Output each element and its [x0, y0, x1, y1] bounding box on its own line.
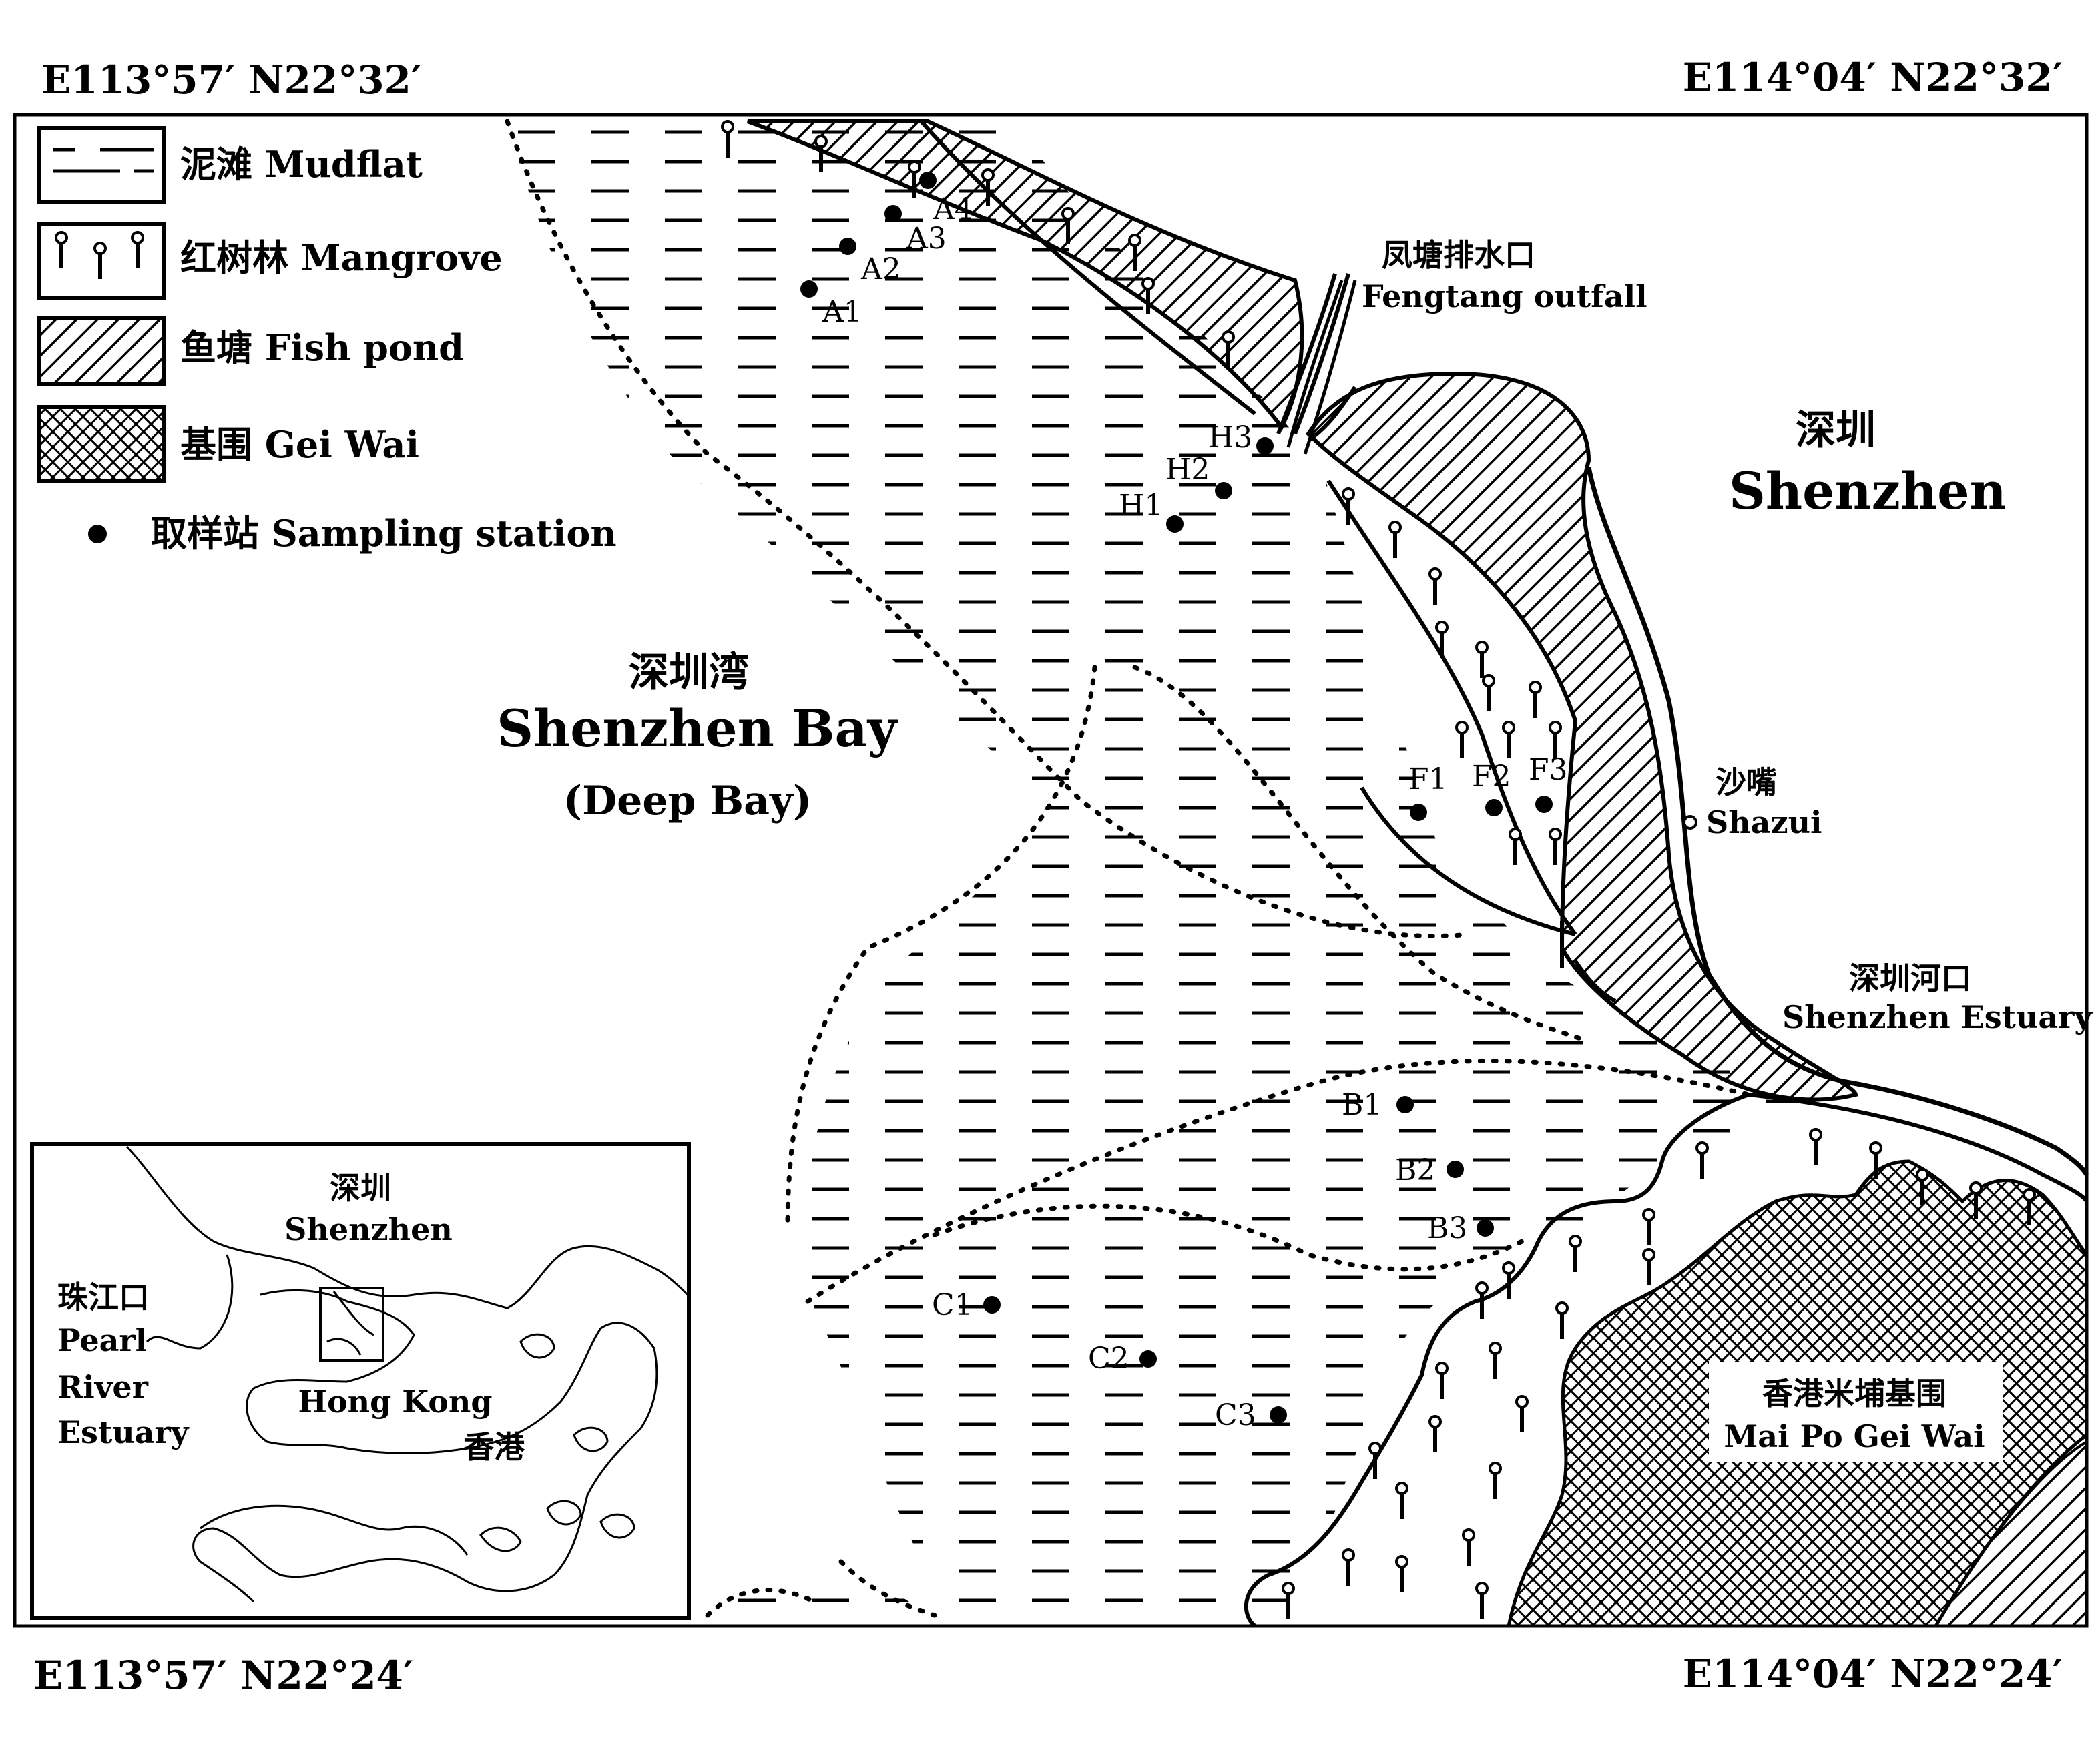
station-H2: H2 [1165, 453, 1232, 499]
maipo-label-bg [1709, 1362, 2003, 1462]
station-B3: B3 [1427, 1211, 1494, 1245]
label-shenzhen-cn: 深圳 [1796, 407, 1876, 454]
svg-text:F2: F2 [1472, 760, 1511, 794]
label-maipo-en: Mai Po Gei Wai [1724, 1418, 1985, 1454]
mangrove-outlines [919, 120, 1617, 1003]
estuary-channel [1748, 1093, 2089, 1203]
svg-text:C1: C1 [932, 1288, 973, 1322]
corner-bottom-left: E113°57′ N22°24′ [33, 1653, 413, 1698]
label-bay-cn: 深圳湾 [629, 649, 749, 696]
svg-text:C3: C3 [1215, 1398, 1256, 1432]
inset-lantau [200, 1504, 469, 1556]
coastline-east [1586, 467, 2089, 1176]
inset-study-area-detail [326, 1291, 374, 1356]
legend-fish-pond-swatch [37, 316, 166, 386]
inset-shenzhen-coast [125, 1145, 689, 1309]
label-fengtang-cn: 凤塘排水口 [1382, 237, 1535, 273]
station-C2: C2 [1088, 1342, 1157, 1376]
legend-station-label: 取样站 Sampling station [151, 512, 617, 555]
station-A1: A1 [800, 280, 862, 329]
svg-text:A1: A1 [822, 295, 862, 329]
station-H1: H1 [1119, 489, 1184, 533]
inset-coast-west [146, 1254, 234, 1350]
inset-map: 深圳 Shenzhen 珠江口 Pearl River Estuary Hong… [30, 1142, 691, 1620]
sampling-stations: A1 A2 A3 A4 H1 H2 H3 F1 F2 F3 B1 B2 B3 C… [800, 172, 1568, 1432]
corner-top-left: E113°57′ N22°32′ [41, 57, 421, 103]
station-F3: F3 [1529, 753, 1568, 813]
dotted-boundaries [505, 119, 1752, 1618]
legend: 泥滩 Mudflat 红树林 Mangrove 鱼塘 Fish pond 基围 … [37, 126, 617, 555]
station-A2: A2 [839, 238, 901, 286]
svg-text:F3: F3 [1529, 753, 1568, 787]
station-C3: C3 [1215, 1398, 1287, 1432]
svg-text:A3: A3 [906, 222, 947, 256]
legend-mangrove-label: 红树林 Mangrove [180, 236, 503, 279]
station-B1: B1 [1342, 1088, 1414, 1122]
station-H3: H3 [1208, 420, 1274, 455]
label-estuary-cn: 深圳河口 [1849, 960, 1972, 996]
inset-hk-cn: 香港 [463, 1429, 525, 1465]
shazui-marker [1683, 815, 1697, 830]
label-bay-en: Shenzhen Bay [497, 699, 898, 758]
label-fengtang-en: Fengtang outfall [1362, 278, 1647, 314]
inset-pearl-cn: 珠江口 [57, 1279, 150, 1316]
inset-frame [30, 1142, 691, 1620]
label-shenzhen-en: Shenzhen [1729, 461, 2007, 521]
svg-text:B2: B2 [1395, 1153, 1435, 1187]
mudflat-lower [701, 1574, 948, 1626]
station-C1: C1 [932, 1288, 1001, 1322]
label-shazui-en: Shazui [1706, 804, 1822, 840]
inset-islands [479, 1333, 635, 1552]
corner-top-right: E114°04′ N22°32′ [1683, 55, 2063, 100]
svg-text:A4: A4 [933, 192, 973, 226]
legend-gei-wai-label: 基围 Gei Wai [180, 423, 419, 466]
mangrove-south-outline [1244, 1093, 1750, 1628]
legend-mudflat-swatch [37, 126, 166, 204]
svg-text:C2: C2 [1088, 1342, 1129, 1376]
legend-fish-pond-label: 鱼塘 Fish pond [180, 326, 464, 369]
svg-text:A2: A2 [860, 252, 901, 286]
inset-hk-en: Hong Kong [298, 1384, 492, 1420]
legend-station-dot [88, 525, 107, 543]
corner-bottom-right: E114°04′ N22°24′ [1683, 1651, 2063, 1697]
station-F2: F2 [1472, 760, 1511, 816]
inset-hk-land [192, 1289, 658, 1603]
inset-shenzhen-cn: 深圳 [330, 1170, 391, 1206]
label-bay-alt: (Deep Bay) [563, 778, 812, 824]
svg-text:H3: H3 [1208, 420, 1252, 455]
label-maipo-cn: 香港米埔基围 [1762, 1376, 1946, 1412]
inset-pearl-1: Pearl [57, 1322, 147, 1358]
svg-text:H2: H2 [1165, 453, 1210, 487]
inset-pearl-3: Estuary [57, 1414, 190, 1450]
svg-text:B1: B1 [1342, 1088, 1382, 1122]
station-F1: F1 [1408, 762, 1448, 821]
station-B2: B2 [1395, 1153, 1464, 1187]
inset-study-area-box [319, 1287, 384, 1362]
svg-text:H1: H1 [1119, 489, 1163, 523]
label-estuary-en: Shenzhen Estuary [1782, 999, 2093, 1035]
inset-pearl-2: River [57, 1369, 149, 1405]
legend-mudflat-label: 泥滩 Mudflat [180, 143, 423, 186]
legend-gei-wai-swatch [37, 405, 166, 483]
inset-shenzhen-en: Shenzhen [284, 1211, 453, 1247]
svg-text:F1: F1 [1408, 762, 1448, 796]
station-A4: A4 [919, 172, 973, 226]
label-shazui-cn: 沙嘴 [1716, 764, 1777, 800]
fish-pond-shazui [1306, 371, 1858, 1102]
station-A3: A3 [884, 205, 947, 256]
mudflat-south [805, 672, 1829, 1626]
svg-text:B3: B3 [1427, 1211, 1467, 1245]
outfall-channel [1286, 280, 1357, 455]
